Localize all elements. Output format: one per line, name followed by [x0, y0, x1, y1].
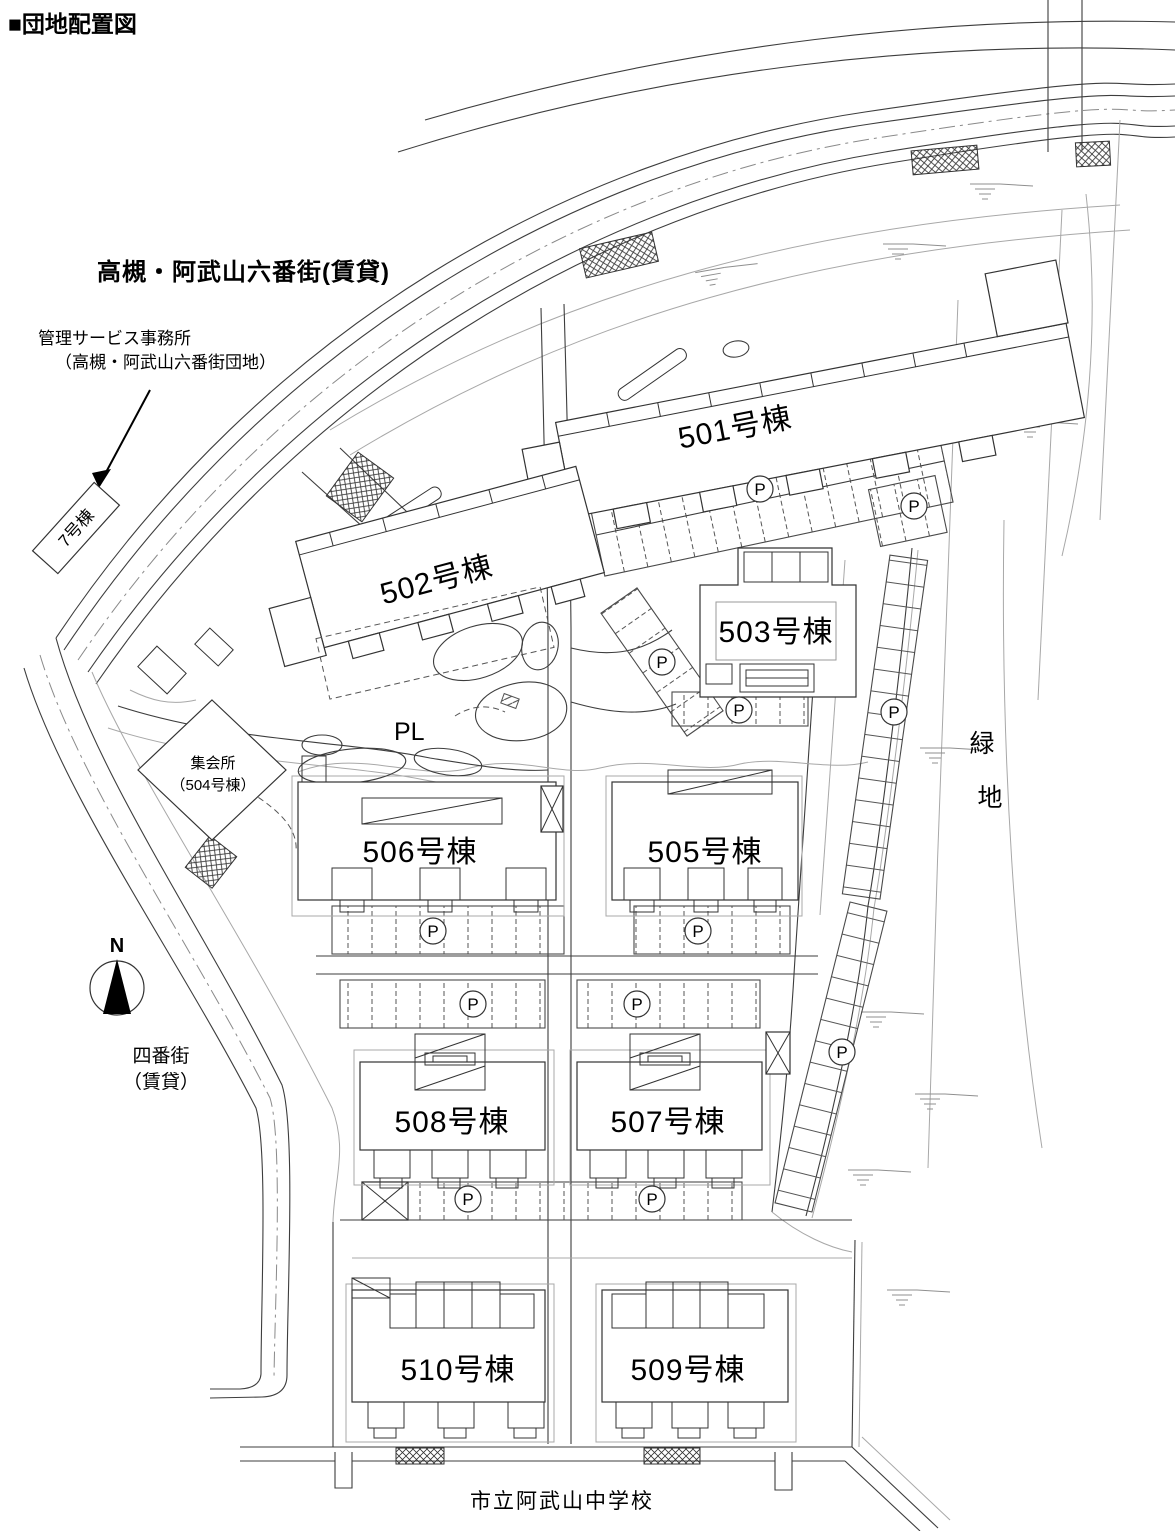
complex-name: 高槻・阿武山六番街(賃貸)	[97, 258, 390, 286]
building-509: 509号棟	[601, 1281, 789, 1439]
building-506-label: 506号棟	[362, 836, 477, 869]
svg-text:P: P	[836, 1043, 847, 1062]
building-503-label-box	[715, 601, 837, 661]
svg-text:P: P	[462, 1190, 473, 1209]
school-boundary	[240, 1239, 951, 1531]
svg-text:P: P	[692, 922, 703, 941]
svg-text:P: P	[427, 922, 438, 941]
parking-markers: P P P P P P P P P P P P	[419, 475, 928, 1213]
parking-icon: P	[900, 492, 928, 520]
building-507: 507号棟	[576, 1031, 791, 1189]
main-road-curves	[55, 20, 1175, 685]
top-right-road	[1047, 0, 1093, 557]
school-label: 市立阿武山中学校	[470, 1490, 654, 1513]
parking-icon: P	[638, 1185, 666, 1213]
building-506: 506号棟	[297, 755, 564, 913]
building-7-box: 7号棟	[31, 481, 121, 575]
building-508: 508号棟	[359, 1033, 546, 1189]
office-label-2: （高槻・阿武山六番街団地）	[55, 353, 276, 372]
parking-icon: P	[648, 648, 676, 676]
district4-annotation: 四番街 （賃貸）	[123, 1045, 199, 1093]
x-box	[765, 1031, 791, 1075]
svg-text:P: P	[631, 995, 642, 1014]
parking-icon: P	[746, 475, 774, 503]
green-space-label-2: 地	[977, 784, 1002, 812]
page-title: ■団地配置図	[8, 11, 137, 37]
parking-icon: P	[419, 917, 447, 945]
building-502: 502号棟	[268, 465, 606, 700]
office-pointer-arrow	[92, 389, 151, 488]
meeting-hall-label-1: 集会所	[190, 755, 235, 772]
building-510: 510号棟	[351, 1277, 546, 1439]
crosswalk-hatch	[395, 1447, 445, 1465]
parking-icon: P	[880, 698, 908, 726]
north-label: N	[110, 935, 124, 957]
parking-icon: P	[828, 1038, 856, 1066]
building-504-meeting-hall: 集会所 （504号棟）	[137, 699, 287, 841]
building-505-label: 505号棟	[647, 836, 762, 869]
building-508-label: 508号棟	[394, 1106, 509, 1139]
crosswalk-hatches	[184, 140, 1112, 889]
playground-landscape	[249, 347, 687, 853]
office-label-1: 管理サービス事務所	[38, 329, 191, 348]
north-compass-icon: N	[89, 935, 145, 1016]
svg-text:P: P	[754, 480, 765, 499]
parking-icon: P	[459, 990, 487, 1018]
district4-label-1: 四番街	[132, 1045, 189, 1067]
building-503-label: 503号棟	[718, 616, 833, 649]
parking-icon: P	[454, 1185, 482, 1213]
parking-icon: P	[684, 917, 712, 945]
parking-icon: P	[623, 990, 651, 1018]
svg-text:P: P	[646, 1190, 657, 1209]
west-road-curves	[23, 637, 341, 1447]
x-box	[540, 785, 564, 833]
building-507-label: 507号棟	[610, 1106, 725, 1139]
building-503: 503号棟	[699, 547, 857, 698]
district4-label-2: （賃貸）	[123, 1071, 199, 1093]
meeting-hall-label-2: （504号棟）	[170, 777, 255, 794]
playground-label: PL	[394, 718, 425, 746]
svg-text:P: P	[656, 653, 667, 672]
building-509-label: 509号棟	[630, 1354, 745, 1387]
parking-icon: P	[725, 696, 753, 724]
northwest-cluster	[129, 627, 234, 703]
svg-text:P: P	[733, 701, 744, 720]
building-pads	[291, 775, 803, 1443]
green-space-label-1: 緑	[969, 730, 994, 758]
svg-text:P: P	[888, 703, 899, 722]
svg-text:P: P	[467, 995, 478, 1014]
building-510-label: 510号棟	[400, 1354, 515, 1387]
office-annotation: 管理サービス事務所 （高槻・阿武山六番街団地）	[38, 329, 276, 488]
building-505: 505号棟	[611, 769, 799, 913]
svg-text:P: P	[908, 497, 919, 516]
crosswalk-hatch	[643, 1447, 701, 1465]
